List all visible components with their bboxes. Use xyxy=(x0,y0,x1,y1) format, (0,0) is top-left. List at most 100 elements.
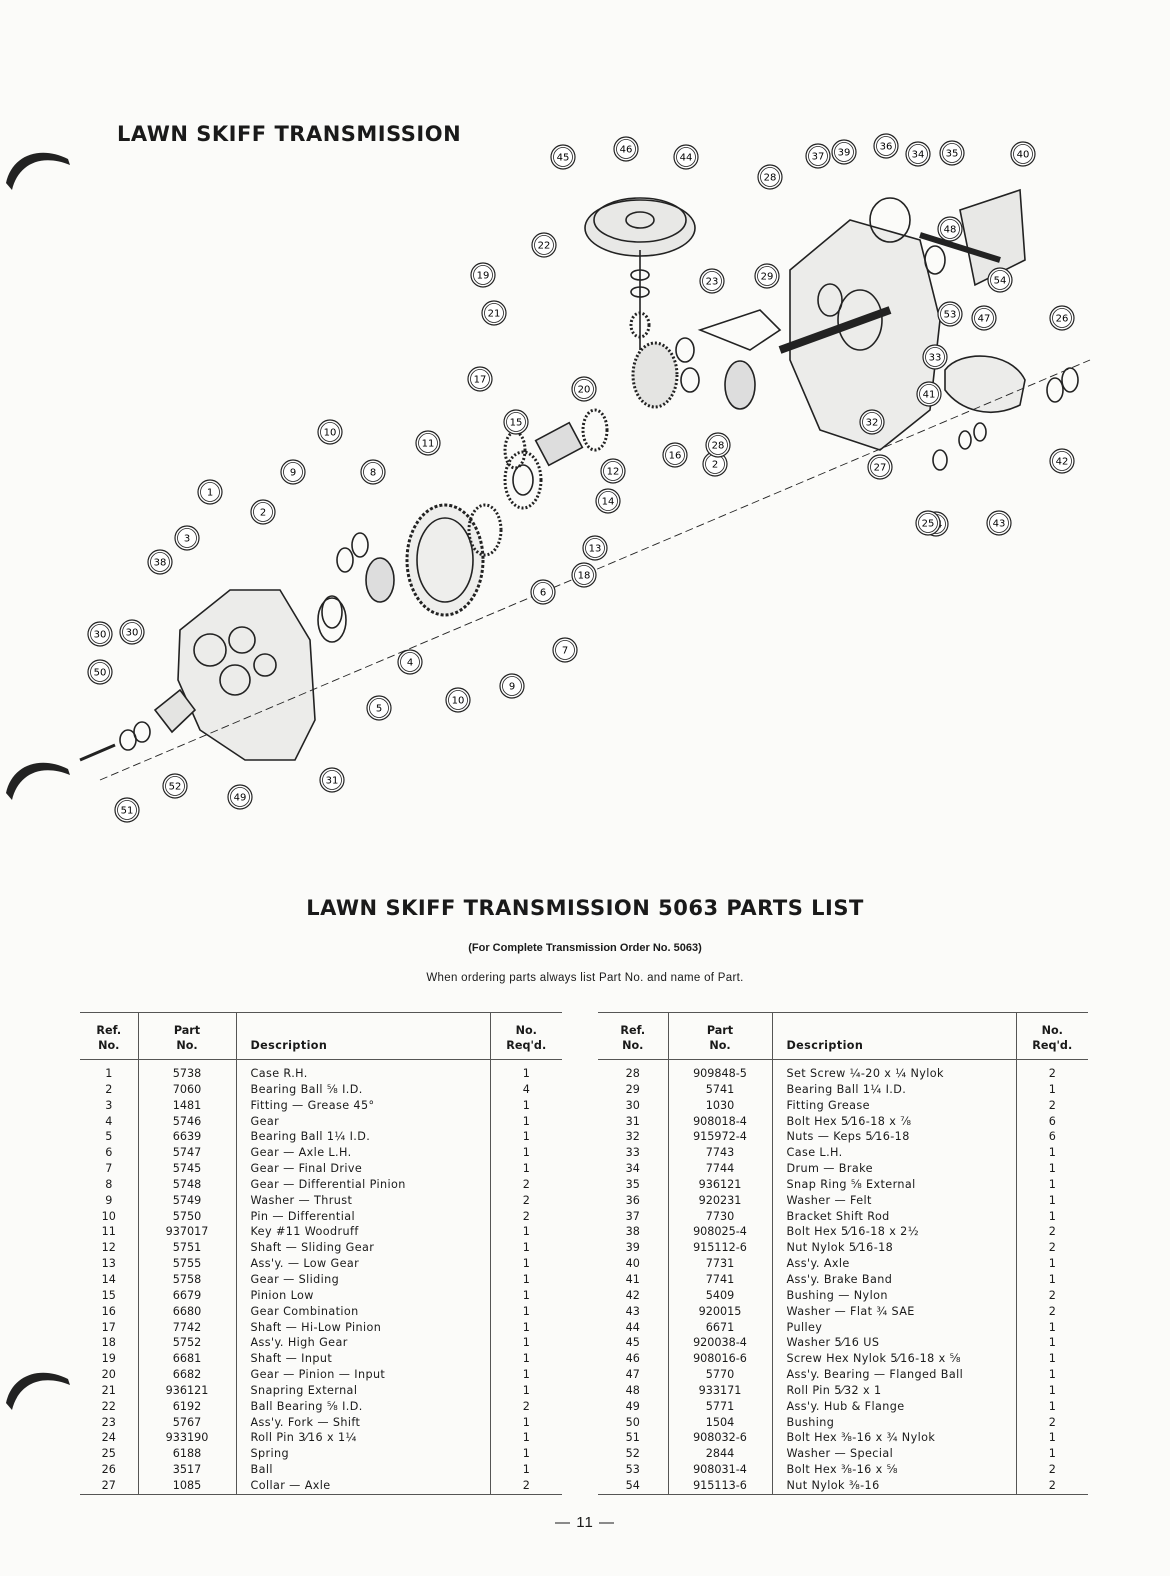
qty-required: 1 xyxy=(1015,1367,1088,1383)
callout-label: 15 xyxy=(510,418,523,429)
order-note: (For Complete Transmission Order No. 506… xyxy=(468,942,702,954)
callout-bubble: 27 xyxy=(867,454,893,480)
callout-bubble: 14 xyxy=(595,488,621,514)
callout-bubble: 30 xyxy=(87,621,113,647)
ref-no: 25 xyxy=(101,1447,116,1461)
callout-bubble: 43 xyxy=(986,510,1012,536)
ref-no: 17 xyxy=(101,1320,116,1334)
callout-bubble: 21 xyxy=(481,300,507,326)
qty-required: 1 xyxy=(1015,1145,1088,1162)
qty-required: 2 xyxy=(1015,1224,1088,1241)
ref-no: 22 xyxy=(101,1399,116,1413)
description: Bushing — Nylon xyxy=(771,1287,1016,1304)
qty-required: 1 xyxy=(1015,1256,1088,1272)
description: Case L.H. xyxy=(771,1145,1016,1162)
qty-required: 1 xyxy=(489,1161,562,1177)
ref-no: 54 xyxy=(598,1477,668,1495)
callout-label: 39 xyxy=(838,148,851,159)
binder-mark-top xyxy=(6,152,70,190)
description: Drum — Brake xyxy=(771,1161,1016,1177)
qty-required: 1 xyxy=(489,1240,562,1257)
callout-label: 25 xyxy=(922,519,935,530)
callout-label: 23 xyxy=(706,277,719,288)
callout-bubble: 16 xyxy=(662,442,688,468)
ref-no: 14 xyxy=(101,1272,116,1286)
ref-no: 19 xyxy=(101,1352,116,1366)
qty-required: 2 xyxy=(1015,1477,1088,1495)
callout-label: 9 xyxy=(509,682,515,693)
part-no: 5738 xyxy=(137,1059,236,1082)
ref-no: 40 xyxy=(625,1257,640,1271)
parts-list-title: LAWN SKIFF TRANSMISSION 5063 PARTS LIST xyxy=(306,896,864,920)
part-no: 1030 xyxy=(667,1097,772,1114)
callout-label: 19 xyxy=(477,271,490,282)
qty-required: 1 xyxy=(489,1256,562,1272)
part-no: 5748 xyxy=(137,1176,236,1193)
ref-no: 32 xyxy=(625,1130,640,1144)
callout-label: 33 xyxy=(929,353,942,364)
callout-label: 27 xyxy=(874,463,887,474)
callout-label: 8 xyxy=(370,468,376,479)
callout-bubble: 10 xyxy=(445,687,471,713)
callout-bubble: 46 xyxy=(613,136,639,162)
callout-label: 51 xyxy=(121,806,134,817)
callout-bubble: 28 xyxy=(705,432,731,458)
part-no: 5752 xyxy=(137,1335,236,1352)
callout-bubble: 31 xyxy=(319,767,345,793)
callout-label: 52 xyxy=(169,782,182,793)
part-no: 6671 xyxy=(667,1319,772,1336)
part-no: 5749 xyxy=(137,1192,236,1209)
callout-label: 44 xyxy=(680,153,693,164)
part-no: 908018-4 xyxy=(667,1113,772,1130)
qty-required: 1 xyxy=(1015,1398,1088,1415)
qty-required: 1 xyxy=(1015,1335,1088,1352)
qty-required: 2 xyxy=(489,1477,562,1495)
qty-required: 1 xyxy=(489,1414,562,1431)
callout-label: 21 xyxy=(488,309,501,320)
part-no: 7730 xyxy=(667,1208,772,1225)
part-no: 920038-4 xyxy=(667,1335,772,1352)
ref-no: 10 xyxy=(101,1209,116,1223)
col-part-header: Part No. xyxy=(137,1012,236,1060)
diagram-title: LAWN SKIFF TRANSMISSION xyxy=(117,122,462,146)
callout-bubble: 35 xyxy=(939,140,965,166)
col-desc-header: Description xyxy=(771,1012,1016,1060)
description: Shaft — Hi-Low Pinion xyxy=(235,1319,490,1336)
description: Nut Nylok 5⁄16-18 xyxy=(771,1240,1016,1257)
ref-no: 36 xyxy=(625,1193,640,1207)
callout-bubble: 20 xyxy=(571,376,597,402)
part-no: 1481 xyxy=(137,1097,236,1114)
part-no: 6679 xyxy=(137,1287,236,1304)
part-no: 5747 xyxy=(137,1145,236,1162)
qty-required: 2 xyxy=(1015,1303,1088,1320)
part-no: 5746 xyxy=(137,1113,236,1130)
callout-bubble: 11 xyxy=(415,430,441,456)
description: Ass'y. Fork — Shift xyxy=(235,1414,490,1431)
description: Case R.H. xyxy=(235,1059,490,1082)
description: Ass'y. Axle xyxy=(771,1256,1016,1272)
ref-no: 16 xyxy=(101,1304,116,1318)
description: Key #11 Woodruff xyxy=(235,1224,490,1241)
parts-table-right: Ref. No. Part No. Description No. Req'd.… xyxy=(598,1012,1088,1495)
qty-required: 1 xyxy=(489,1113,562,1130)
callout-label: 1 xyxy=(207,488,213,499)
part-no: 5770 xyxy=(667,1367,772,1383)
ref-no: 29 xyxy=(625,1082,640,1096)
callout-bubble: 48 xyxy=(937,216,963,242)
callout-bubble: 54 xyxy=(987,267,1013,293)
callout-label: 5 xyxy=(376,704,382,715)
